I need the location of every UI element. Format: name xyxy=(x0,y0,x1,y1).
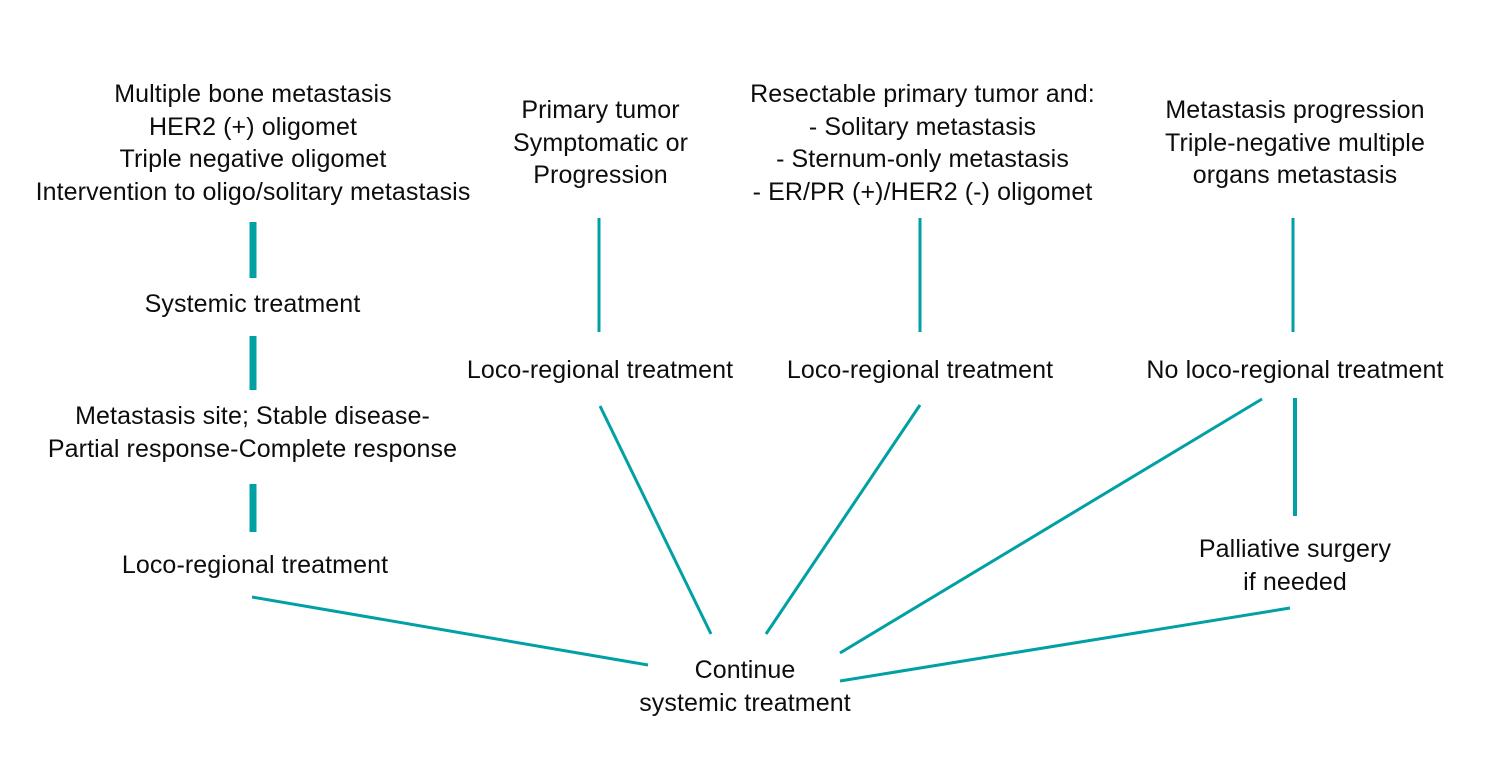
node-column4-palliative-surgery: Palliative surgery if needed xyxy=(1198,535,1392,596)
edge-c3-loco-to-terminal xyxy=(764,404,922,635)
edge-c4-noloco-to-terminal xyxy=(839,397,1263,655)
edge-c2-loco-to-terminal xyxy=(598,405,713,635)
node-column1-criteria: Multiple bone metastasis HER2 (+) oligom… xyxy=(35,80,471,206)
node-column1-response-assessment: Metastasis site; Stable disease- Partial… xyxy=(47,402,458,463)
node-terminal-continue-systemic-treatment: Continue systemic treatment xyxy=(639,656,851,717)
node-column2-locoregional-treatment: Loco-regional treatment xyxy=(466,356,734,384)
node-column4-criteria: Metastasis progression Triple-negative m… xyxy=(1165,96,1425,189)
node-column1-locoregional-treatment: Loco-regional treatment xyxy=(121,551,389,579)
node-column3-locoregional-treatment: Loco-regional treatment xyxy=(786,356,1054,384)
node-column1-systemic-treatment: Systemic treatment xyxy=(144,290,361,318)
node-column2-criteria: Primary tumor Symptomatic or Progression xyxy=(512,96,689,189)
node-column3-criteria: Resectable primary tumor and: - Solitary… xyxy=(750,80,1095,206)
edge-c1-loco-to-terminal xyxy=(251,595,649,667)
node-column4-no-locoregional-treatment: No loco-regional treatment xyxy=(1146,356,1444,384)
edge-c4-palliative-to-terminal xyxy=(839,606,1291,683)
